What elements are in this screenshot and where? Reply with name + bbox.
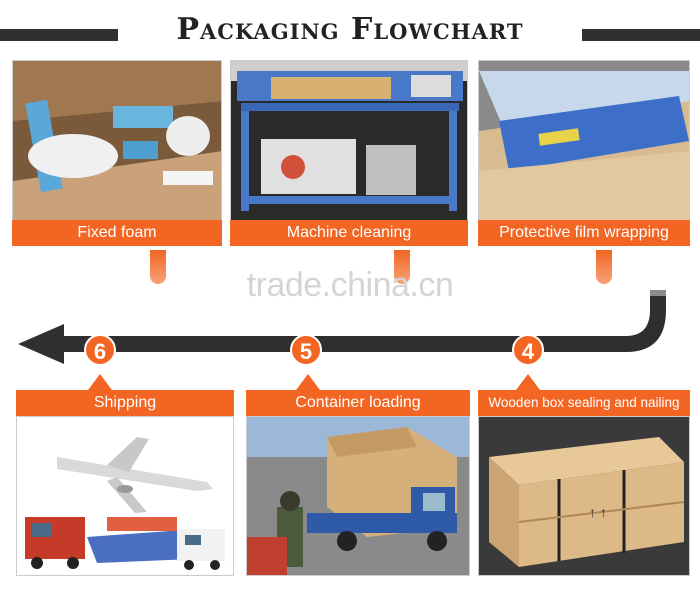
step-number-4: 4 [512,334,544,366]
photo-wooden-box: ↑ ↑ [478,416,690,576]
photo-fixed-foam [12,60,222,222]
caption-wooden-box: Wooden box sealing and nailing [478,390,690,416]
step-number-5: 5 [290,334,322,366]
photo-protective-film [478,60,690,222]
photo-machine-cleaning [230,60,468,222]
flow-arrow [18,290,666,364]
title-bar: Packaging Flowchart [0,10,700,50]
caption-protective-film: Protective film wrapping [478,220,690,246]
caption-pointers [88,374,540,390]
connector-dot-1 [150,250,166,284]
svg-text:↑ ↑: ↑ ↑ [589,504,607,520]
connector-dot-2 [394,250,410,284]
photo-shipping [16,416,234,576]
title-rule-right [582,29,700,41]
photo-container-loading [246,416,470,576]
caption-machine-cleaning: Machine cleaning [230,220,468,246]
caption-container-loading: Container loading [246,390,470,416]
watermark-text: trade.china.cn [246,266,454,304]
page-title: Packaging Flowchart [176,12,524,47]
caption-fixed-foam: Fixed foam [12,220,222,246]
title-rule-left [0,29,118,41]
step-number-6: 6 [84,334,116,366]
connector-dot-3 [596,250,612,284]
caption-shipping: Shipping [16,390,234,416]
